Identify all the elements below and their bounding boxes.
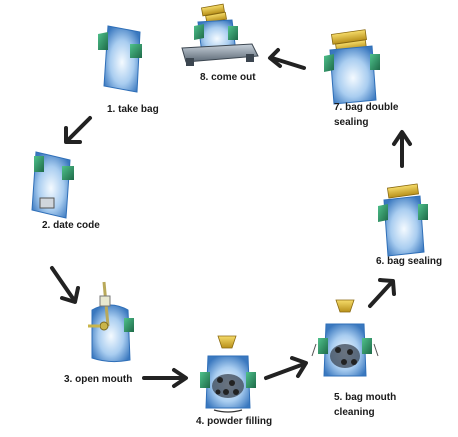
- step-4-label-text: 4. powder filling: [196, 416, 273, 427]
- step-2-label: 2. date code: [42, 218, 100, 233]
- step-2-bag-illustration: [31, 151, 74, 219]
- step-5-bag-illustration: [311, 299, 379, 377]
- arrow-3-to-4-icon: [142, 368, 188, 388]
- step-8-conveyor-illustration: [181, 3, 259, 66]
- step-3-bag-illustration: [88, 281, 134, 363]
- step-7-label-line2: sealing: [334, 117, 369, 128]
- step-7-bag-illustration: [324, 29, 380, 105]
- arrow-2-to-3-icon: [50, 266, 80, 304]
- arrow-6-to-7-icon: [392, 130, 412, 168]
- arrow-1-to-2-icon: [64, 116, 92, 144]
- step-5-label-line1: 5. bag mouth: [334, 392, 397, 403]
- step-8-label: 8. come out: [200, 70, 256, 85]
- step-4-label: 4. powder filling: [196, 414, 272, 429]
- step-6-label: 6. bag sealing: [376, 254, 442, 269]
- step-7-label-line1: 7. bag double: [334, 102, 399, 113]
- cycle-arrows: [50, 48, 412, 388]
- step-3-label: 3. open mouth: [64, 372, 132, 387]
- step-4-bag-illustration: [200, 335, 256, 413]
- step-2-label-text: 2. date code: [42, 220, 100, 231]
- step-1-bag-illustration: [98, 25, 142, 93]
- step-8-label-text: 8. come out: [200, 72, 256, 83]
- step-3-label-text: 3. open mouth: [64, 374, 133, 385]
- arrow-7-to-8-icon: [268, 48, 306, 70]
- step-1-label: 1. take bag: [107, 102, 159, 117]
- arrow-4-to-5-icon: [264, 356, 308, 380]
- step-5-label: 5. bag mouth cleaning: [334, 390, 396, 420]
- arrow-5-to-6-icon: [368, 278, 396, 308]
- step-7-label: 7. bag double sealing: [334, 100, 398, 130]
- step-1-label-text: 1. take bag: [107, 104, 159, 115]
- step-6-label-text: 6. bag sealing: [376, 256, 443, 267]
- step-5-label-line2: cleaning: [334, 407, 375, 418]
- step-6-bag-illustration: [378, 183, 428, 257]
